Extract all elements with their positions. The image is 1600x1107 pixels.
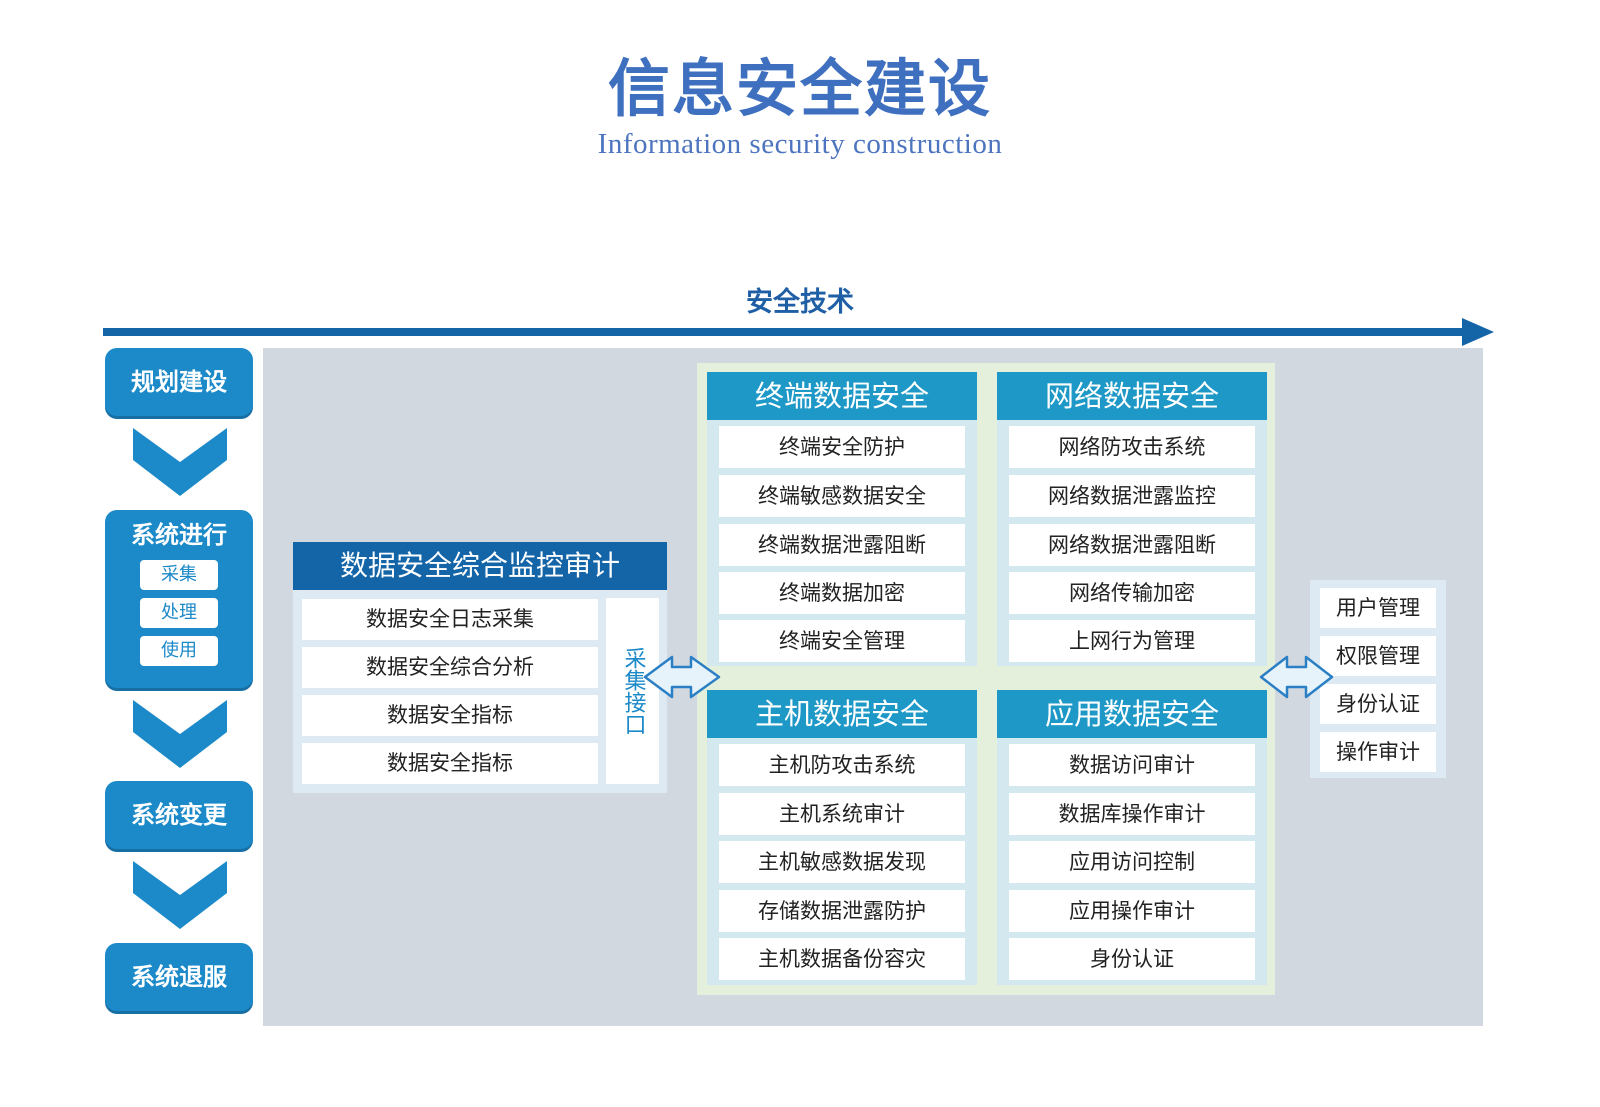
management-item: 权限管理 (1320, 636, 1436, 676)
group-item: 终端敏感数据安全 (719, 475, 965, 517)
group-host (707, 690, 977, 985)
group-header-host: 主机数据安全 (707, 690, 977, 738)
group-item: 身份认证 (1009, 938, 1255, 980)
group-item: 上网行为管理 (1009, 620, 1255, 662)
chevron-down-icon (133, 700, 227, 768)
group-network (997, 372, 1267, 666)
group-item: 终端数据泄露阻断 (719, 524, 965, 566)
stage-planning: 规划建设 (105, 348, 253, 416)
management-item: 用户管理 (1320, 588, 1436, 628)
stage-sub-collect: 采集 (140, 560, 218, 590)
group-item: 应用操作审计 (1009, 890, 1255, 932)
page-title: 信息安全建设 (607, 52, 992, 125)
group-item: 主机数据备份容灾 (719, 938, 965, 980)
stage-sub-use: 使用 (140, 636, 218, 666)
group-header-network: 网络数据安全 (997, 372, 1267, 420)
group-header-application: 应用数据安全 (997, 690, 1267, 738)
group-item: 数据库操作审计 (1009, 793, 1255, 835)
group-header-terminal: 终端数据安全 (707, 372, 977, 420)
group-item: 存储数据泄露防护 (719, 890, 965, 932)
management-item: 身份认证 (1320, 684, 1436, 724)
group-item: 终端安全管理 (719, 620, 965, 662)
stage-running: 系统进行 采集 处理 使用 (105, 510, 253, 688)
group-application (997, 690, 1267, 985)
monitor-item: 数据安全指标 (302, 695, 598, 736)
group-item: 主机系统审计 (719, 793, 965, 835)
monitor-header: 数据安全综合监控审计 (293, 542, 667, 590)
group-item: 终端安全防护 (719, 426, 965, 468)
chevron-down-icon (133, 861, 227, 929)
page-subtitle: Information security construction (597, 128, 1003, 160)
group-item: 网络数据泄露监控 (1009, 475, 1255, 517)
monitor-item: 数据安全日志采集 (302, 599, 598, 640)
management-item: 操作审计 (1320, 732, 1436, 772)
group-terminal (707, 372, 977, 666)
group-item: 数据访问审计 (1009, 744, 1255, 786)
stage-retire: 系统退服 (105, 943, 253, 1011)
group-item: 终端数据加密 (719, 572, 965, 614)
monitor-item: 数据安全综合分析 (302, 647, 598, 688)
double-arrow-icon (643, 655, 721, 699)
group-item: 网络防攻击系统 (1009, 426, 1255, 468)
stage-sub-process: 处理 (140, 598, 218, 628)
group-item: 应用访问控制 (1009, 841, 1255, 883)
monitor-item: 数据安全指标 (302, 743, 598, 784)
axis-label: 安全技术 (746, 287, 854, 318)
double-arrow-icon (1259, 655, 1334, 699)
group-item: 主机敏感数据发现 (719, 841, 965, 883)
collect-interface: 采集接口 (606, 598, 659, 784)
stage-change: 系统变更 (105, 781, 253, 849)
group-item: 网络传输加密 (1009, 572, 1255, 614)
group-item: 主机防攻击系统 (719, 744, 965, 786)
group-item: 网络数据泄露阻断 (1009, 524, 1255, 566)
chevron-down-icon (133, 428, 227, 496)
